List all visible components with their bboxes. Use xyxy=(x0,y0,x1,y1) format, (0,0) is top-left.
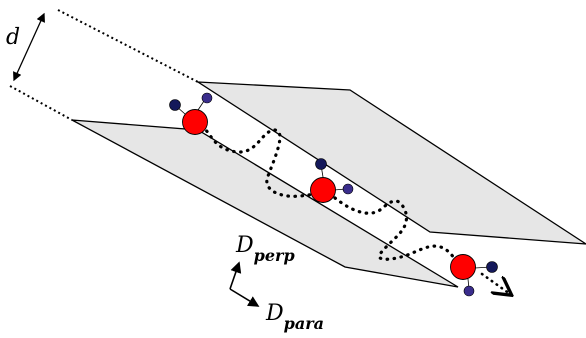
atom-navy xyxy=(486,261,498,273)
perp-label-sub: perp xyxy=(254,246,295,265)
atom-navy xyxy=(169,99,181,111)
para-label-main: D xyxy=(265,301,284,326)
molecule-center xyxy=(310,177,336,203)
diffusion-path xyxy=(195,119,456,261)
spacing-arrow-icon xyxy=(13,12,45,82)
molecule-2 xyxy=(310,158,354,203)
molecule-center xyxy=(450,254,476,280)
molecule-3 xyxy=(450,254,498,297)
lower-plane xyxy=(71,119,459,288)
atom-purple xyxy=(201,92,213,104)
molecule-center xyxy=(182,109,208,135)
atom-purple xyxy=(463,285,475,297)
perp-arrow-icon xyxy=(229,261,242,290)
spacing-label: d xyxy=(6,25,20,50)
upper-guide-line xyxy=(57,9,199,83)
para-arrow-icon xyxy=(229,288,260,307)
para-label-sub: para xyxy=(284,314,324,333)
molecule-1 xyxy=(169,92,213,135)
lower-guide-line xyxy=(9,85,73,121)
para-label: Dpara xyxy=(265,301,324,333)
path-arrow-icon xyxy=(480,272,510,294)
atom-navy xyxy=(315,158,327,170)
perp-label-main: D xyxy=(235,233,254,258)
atom-purple xyxy=(342,183,354,195)
upper-plane xyxy=(195,81,586,245)
perp-label: Dperp xyxy=(235,233,295,265)
